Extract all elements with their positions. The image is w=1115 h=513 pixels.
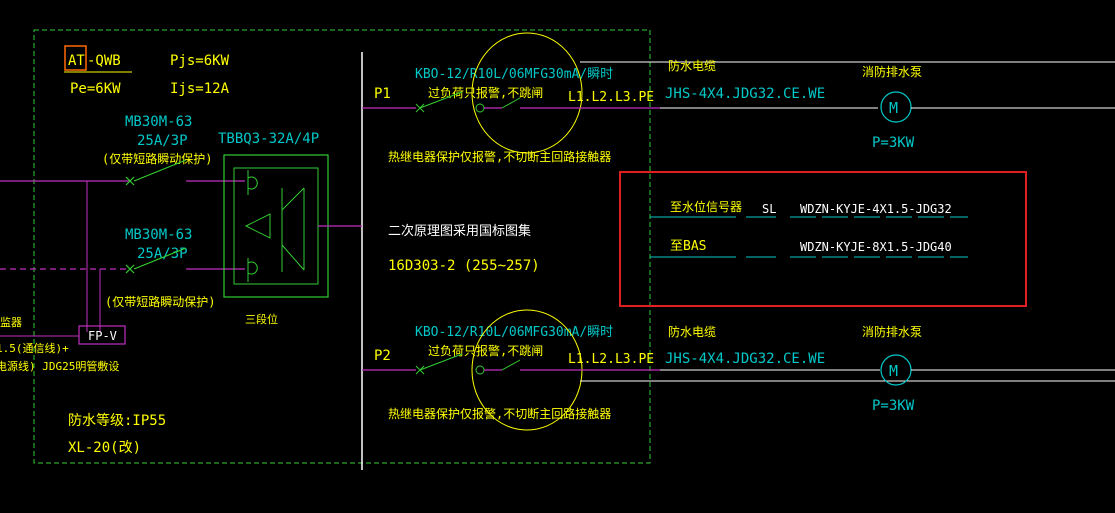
circuit-p1-cable: JHS-4X4.JDG32.CE.WE	[665, 86, 825, 102]
signal-1-label: 至水位信号器	[670, 199, 742, 214]
circuit-p1-power: P=3KW	[872, 135, 915, 151]
signal-2-label: 至BAS	[670, 239, 706, 254]
motor-1-symbol	[880, 91, 912, 123]
panel-protection: 防水等级:IP55	[68, 412, 166, 429]
circuit-p1: P1 KBO-12/R10L/06MFG30mA/瞬时 过负荷只报警,不跳闸 L…	[362, 32, 1115, 164]
ats-switch-symbol	[223, 154, 362, 298]
panel-pjs: Pjs=6KW	[170, 53, 230, 69]
fpv-box	[78, 325, 126, 345]
secondary-note-2: 16D303-2 (255~257)	[388, 258, 540, 274]
ats-note: 三段位	[245, 312, 278, 326]
circuit-p1-cable-type: 防水电缆	[668, 58, 716, 73]
breaker-2-symbol	[125, 247, 245, 274]
circuit-p2: P2 KBO-12/R10L/06MFG30mA/瞬时 过负荷只报警,不跳闸 L…	[362, 309, 1115, 431]
circuit-p2-relay-note: 热继电器保护仅报警,不切断主回路接触器	[388, 406, 611, 421]
panel-pe: Pe=6KW	[70, 81, 121, 97]
panel-boundary	[33, 29, 651, 464]
breaker-1-rating: 25A/3P	[137, 133, 188, 149]
circuit-p1-overload: 过负荷只报警,不跳闸	[428, 85, 543, 100]
breaker-1-model: MB30M-63	[125, 114, 192, 130]
secondary-note-1: 二次原理图采用国标图集	[388, 223, 531, 239]
ats-model: TBBQ3-32A/4P	[218, 131, 319, 147]
circuit-p1-load: 消防排水泵	[862, 64, 922, 79]
circuit-p1-breaker: KBO-12/R10L/06MFG30mA/瞬时	[415, 67, 613, 82]
signals-highlight-box	[619, 171, 1027, 307]
circuit-p2-name: P2	[374, 348, 391, 364]
breaker-2-rating: 25A/3P	[137, 246, 188, 262]
breaker-2-model: MB30M-63	[125, 227, 192, 243]
monitor-label-1: 监器	[0, 316, 22, 329]
monitor-label-3: 电源线) JDG25明管敷设	[0, 359, 119, 373]
circuit-p1-highlight-circle	[471, 32, 583, 154]
signal-row-2: 至BAS WDZN-KYJE-8X1.5-JDG40	[650, 239, 968, 258]
circuit-p1-phases: L1.L2.L3.PE	[568, 90, 654, 105]
monitor-label-2: 1.5(通信线)+	[0, 341, 69, 355]
circuit-p2-breaker: KBO-12/R10L/06MFG30mA/瞬时	[415, 325, 613, 340]
panel-id-suffix: -QWB	[87, 53, 121, 69]
circuit-p2-power: P=3KW	[872, 398, 915, 414]
panel-id-prefix: AT	[68, 53, 85, 69]
panel-model: XL-20(改)	[68, 440, 141, 456]
breaker-1-note: (仅带短路瞬动保护)	[102, 151, 212, 166]
circuit-p2-motor: M	[889, 362, 898, 380]
circuit-p2-phases: L1.L2.L3.PE	[568, 352, 654, 367]
breaker-1-symbol	[125, 159, 245, 186]
signal-1-code: SL	[762, 202, 776, 216]
circuit-p1-name: P1	[374, 86, 391, 102]
highlight-box-at	[64, 45, 87, 71]
circuit-p1-motor: M	[889, 99, 898, 117]
signal-2-cable: WDZN-KYJE-8X1.5-JDG40	[800, 240, 952, 254]
circuit-p2-load: 消防排水泵	[862, 324, 922, 339]
fpv-label: FP-V	[88, 329, 117, 343]
panel-ijs: Ijs=12A	[170, 81, 230, 97]
breaker-2-note: (仅带短路瞬动保护)	[105, 294, 215, 309]
circuit-p2-overload: 过负荷只报警,不跳闸	[428, 343, 543, 358]
circuit-p2-cable-type: 防水电缆	[668, 324, 716, 339]
signal-row-1: 至水位信号器 SL WDZN-KYJE-4X1.5-JDG32	[650, 199, 968, 218]
circuit-p1-relay-note: 热继电器保护仅报警,不切断主回路接触器	[388, 149, 611, 164]
circuit-p2-cable: JHS-4X4.JDG32.CE.WE	[665, 351, 825, 367]
signal-1-cable: WDZN-KYJE-4X1.5-JDG32	[800, 202, 952, 216]
